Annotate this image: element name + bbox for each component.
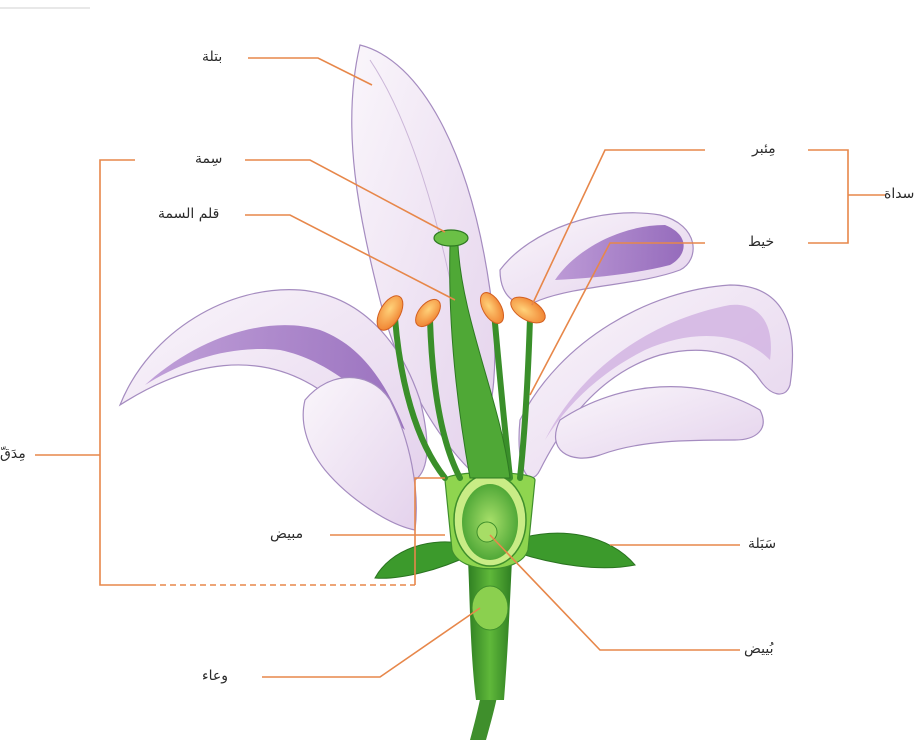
leader-receptacle xyxy=(262,608,480,677)
label-petal: بتلة xyxy=(202,48,222,66)
label-stamen: سداة xyxy=(884,185,914,203)
ovary-group xyxy=(445,473,535,569)
bracket-pistil xyxy=(35,160,150,585)
label-pistil: مِدَقّ xyxy=(0,445,26,463)
label-anther: مِئبر xyxy=(752,140,776,158)
label-filament: خيط xyxy=(748,233,774,251)
label-style: قلم السمة xyxy=(158,205,219,223)
label-ovule: بُييض xyxy=(744,640,774,658)
stem xyxy=(468,560,512,740)
label-sepal: سَبَلة xyxy=(748,535,776,553)
label-ovary: مبيض xyxy=(270,525,303,543)
label-receptacle: وعاء xyxy=(202,667,228,685)
label-stigma: سِمة xyxy=(195,150,222,168)
bracket-stamen xyxy=(808,150,885,243)
